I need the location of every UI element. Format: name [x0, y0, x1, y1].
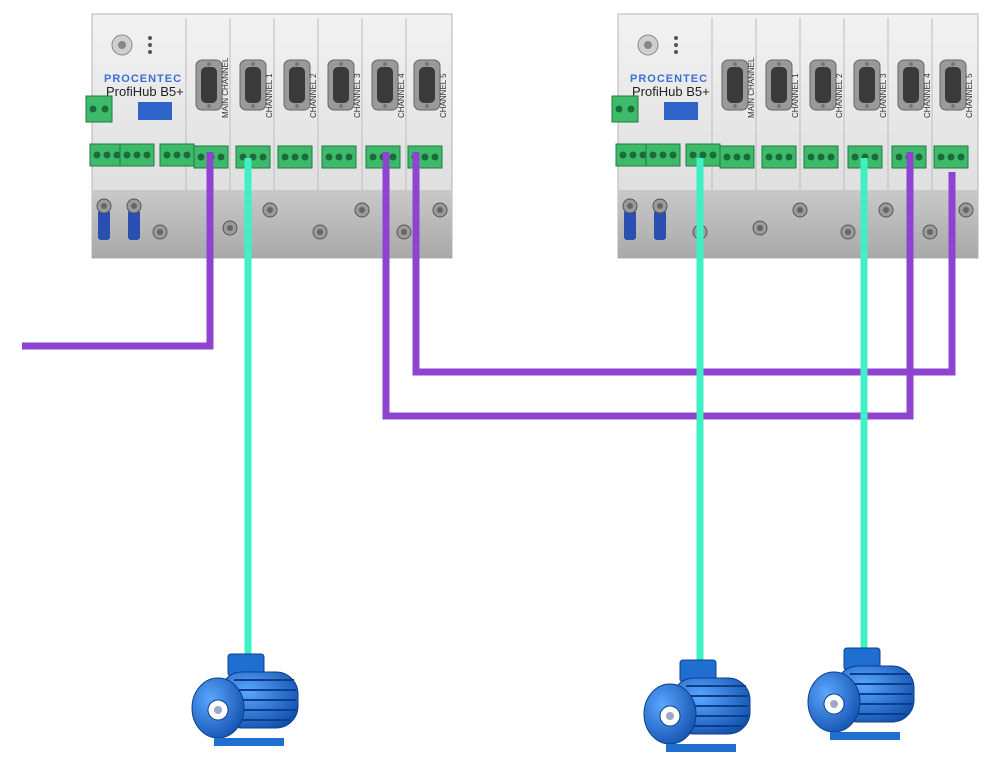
channel-label: CHANNEL 5 — [965, 73, 974, 118]
power-terminal — [85, 95, 113, 123]
din-rail — [618, 190, 978, 258]
channel-label: CHANNEL 2 — [835, 73, 844, 118]
channel-label: MAIN CHANNEL — [221, 57, 230, 118]
main-channel-trunk-cable — [22, 152, 214, 350]
channel-4-link-cable — [382, 152, 914, 420]
profihub-right: PROCENTEC ProfiHub B5+ MAIN CHANNEL CHAN… — [611, 13, 979, 259]
electric-motor-icon — [191, 653, 299, 746]
brand-logo: PROCENTEC — [630, 73, 708, 85]
channel-label: CHANNEL 5 — [439, 73, 448, 118]
channel-label: CHANNEL 1 — [791, 73, 800, 118]
cable-gland — [624, 210, 636, 240]
electric-motor-icon — [807, 647, 915, 740]
channel-label: CHANNEL 3 — [353, 73, 362, 118]
channel-label: CHANNEL 1 — [265, 73, 274, 118]
cable-gland — [98, 210, 110, 240]
channel-label: CHANNEL 2 — [309, 73, 318, 118]
channel-label: CHANNEL 4 — [397, 73, 406, 118]
profibus-cables — [22, 152, 956, 420]
certification-badge — [138, 102, 172, 120]
profihub-left: PROCENTEC ProfiHub B5+ MAIN CHANNEL CHAN… — [85, 13, 453, 259]
channel-label: CHANNEL 3 — [879, 73, 888, 118]
model-label: ProfiHub B5+ — [632, 84, 710, 99]
cable-gland — [128, 210, 140, 240]
brand-logo: PROCENTEC — [104, 73, 182, 85]
power-terminal — [611, 95, 639, 123]
certification-badge — [664, 102, 698, 120]
drive-cables — [244, 158, 868, 664]
cable-gland — [654, 210, 666, 240]
channel-5-link-cable — [412, 152, 956, 376]
model-label: ProfiHub B5+ — [106, 84, 184, 99]
channel-label: CHANNEL 4 — [923, 73, 932, 118]
din-rail — [92, 190, 452, 258]
channel-label: MAIN CHANNEL — [747, 57, 756, 118]
electric-motor-icon — [643, 659, 751, 752]
